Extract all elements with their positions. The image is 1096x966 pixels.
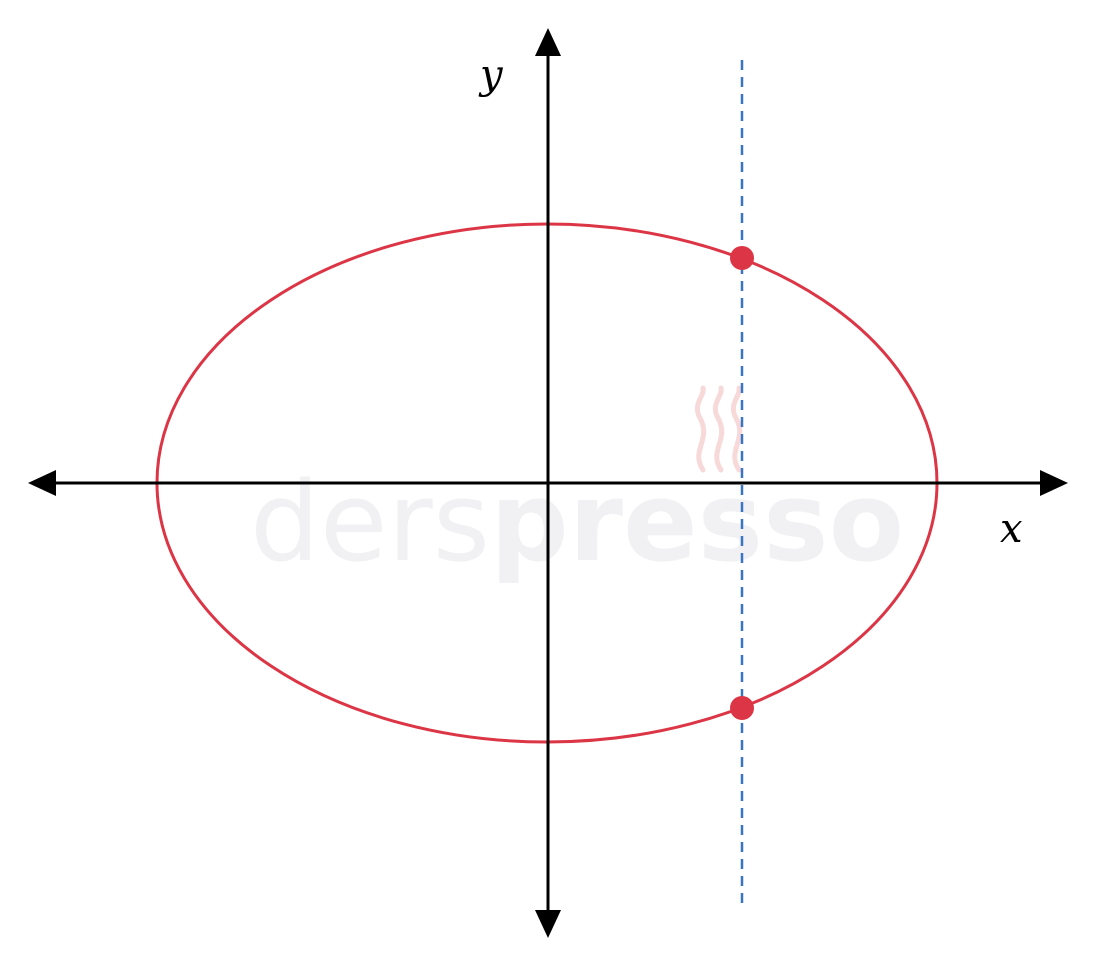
watermark-steam-icon <box>694 385 743 473</box>
x-axis-right-arrowhead <box>1040 470 1068 496</box>
intersection-point-upper <box>730 246 754 270</box>
y-axis-top-arrowhead <box>535 28 561 56</box>
y-axis <box>535 28 561 938</box>
watermark-text: derspresso <box>250 458 904 586</box>
x-axis-left-arrowhead <box>28 470 56 496</box>
watermark-part1: ders <box>250 458 490 586</box>
watermark-part2: presso <box>490 458 904 586</box>
y-axis-bottom-arrowhead <box>535 910 561 938</box>
y-axis-label: y <box>478 52 504 98</box>
x-axis-label: x <box>1000 506 1023 552</box>
watermark: derspresso <box>250 385 904 586</box>
intersection-point-lower <box>730 696 754 720</box>
